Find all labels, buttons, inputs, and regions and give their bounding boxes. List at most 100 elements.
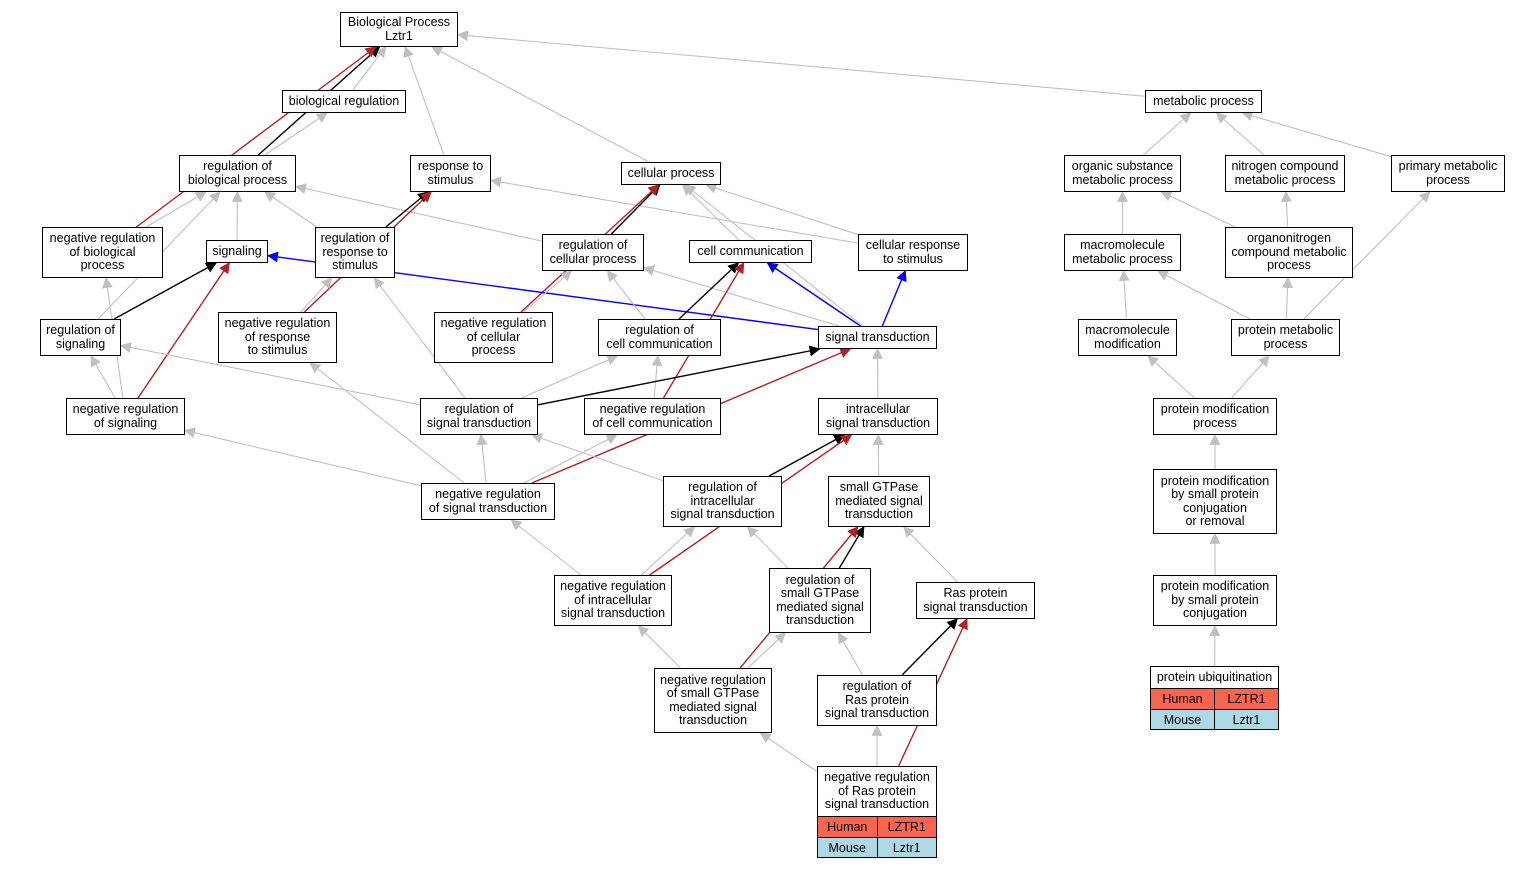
go-term-regresp[interactable]: regulation of response to stimulus <box>315 227 395 278</box>
edge-pmp-to-mmod <box>1147 355 1195 399</box>
go-term-ist[interactable]: intracellular signal transduction <box>818 398 938 435</box>
go-term-label: organic substance metabolic process <box>1071 159 1174 187</box>
edge-pmp-to-pmet <box>1231 355 1270 399</box>
go-term-reggtp[interactable]: regulation of small GTPase mediated sign… <box>769 568 871 633</box>
go-term-label: cell communication <box>697 243 804 258</box>
go-term-label: regulation of signal transduction <box>426 402 532 430</box>
go-term-gtp[interactable]: small GTPase mediated signal transductio… <box>828 476 930 527</box>
go-term-negist[interactable]: negative regulation of intracellular sig… <box>554 575 672 626</box>
edge-cresp-to-cell <box>705 182 859 236</box>
go-term-pmsp[interactable]: protein modification by small protein co… <box>1153 469 1277 534</box>
go-term-breg[interactable]: biological regulation <box>282 90 406 113</box>
go-term-label: negative regulation of signal transducti… <box>428 487 548 515</box>
go-term-label: response to stimulus <box>417 159 484 187</box>
go-term-comm[interactable]: cell communication <box>689 240 812 263</box>
go-term-cresp[interactable]: cellular response to stimulus <box>858 234 968 271</box>
go-term-orgn[interactable]: organonitrogen compound metabolic proces… <box>1225 227 1353 278</box>
edge-regras-to-ras <box>901 618 959 676</box>
go-term-org[interactable]: organic substance metabolic process <box>1064 155 1181 192</box>
go-term-label: macromolecule modification <box>1085 323 1170 351</box>
go-term-label: intracellular signal transduction <box>825 402 931 430</box>
edge-negcomm-to-regcomm <box>651 354 663 399</box>
edge-cell-to-bp <box>431 46 650 163</box>
go-term-negcomm[interactable]: negative regulation of cell communicatio… <box>584 398 721 435</box>
go-term-negst[interactable]: negative regulation of signal transducti… <box>421 483 555 520</box>
go-term-label: negative regulation of biological proces… <box>49 231 156 273</box>
go-term-regcomm[interactable]: regulation of cell communication <box>598 319 721 356</box>
go-term-label: protein modification process <box>1160 402 1270 430</box>
go-term-nitro[interactable]: nitrogen compound metabolic process <box>1225 155 1345 192</box>
edge-regist-to-regst <box>530 433 664 482</box>
go-term-negcell[interactable]: negative regulation of cellular process <box>434 312 553 363</box>
go-term-label: negative regulation of cellular process <box>440 316 547 358</box>
go-term-regist[interactable]: regulation of intracellular signal trans… <box>663 476 782 527</box>
ortholog-gene: Lztr1 <box>876 838 937 857</box>
go-term-negras[interactable]: negative regulation of Ras protein signa… <box>817 766 937 817</box>
go-term-label: cellular process <box>627 165 715 180</box>
go-term-st[interactable]: signal transduction <box>818 326 937 349</box>
edge-negsig-to-regsig <box>90 355 116 399</box>
edge-breg-to-bp <box>352 46 387 91</box>
go-term-regst[interactable]: regulation of signal transduction <box>420 398 538 435</box>
edge-regst-to-regcomm <box>521 354 619 399</box>
edge-orgn-to-org <box>1160 191 1236 228</box>
go-term-pmspc[interactable]: protein modification by small protein co… <box>1153 575 1277 626</box>
edge-regst-to-regresp <box>373 277 466 399</box>
go-term-label: regulation of Ras protein signal transdu… <box>824 679 930 721</box>
edge-neggtp-to-negist <box>637 625 681 669</box>
edge-regresp-to-resp <box>385 191 429 228</box>
go-term-regbp[interactable]: regulation of biological process <box>179 155 296 192</box>
edge-st-to-comm <box>766 262 861 327</box>
go-term-label: biological regulation <box>288 93 400 108</box>
go-term-pmet[interactable]: protein metabolic process <box>1231 319 1340 356</box>
go-term-label: nitrogen compound metabolic process <box>1231 159 1339 187</box>
go-term-label: protein ubiquitination <box>1156 669 1273 684</box>
go-term-label: protein modification by small protein co… <box>1160 473 1270 528</box>
go-term-label: protein modification by small protein co… <box>1160 579 1270 621</box>
go-term-regsig[interactable]: regulation of signaling <box>40 319 121 356</box>
go-term-negresp[interactable]: negative regulation of response to stimu… <box>218 312 337 363</box>
edge-reggtp-to-regist <box>746 526 789 569</box>
edge-regcell-to-regbp <box>294 183 543 242</box>
edge-ras-to-gtp <box>903 526 958 583</box>
go-term-ras[interactable]: Ras protein signal transduction <box>916 582 1035 619</box>
ortholog-species: Human <box>827 820 868 834</box>
go-term-mmod[interactable]: macromolecule modification <box>1078 319 1177 356</box>
go-term-neggtp[interactable]: negative regulation of small GTPase medi… <box>654 668 772 733</box>
go-term-label: regulation of cellular process <box>549 238 637 266</box>
go-term-label: negative regulation of Ras protein signa… <box>824 770 930 812</box>
go-term-resp[interactable]: response to stimulus <box>410 155 491 192</box>
go-term-label: signal transduction <box>825 329 930 344</box>
go-term-sig[interactable]: signaling <box>206 240 268 263</box>
ortholog-species: Mouse <box>1163 712 1202 727</box>
ortholog-gene: LZTR1 <box>876 817 937 837</box>
go-term-label: negative regulation of intracellular sig… <box>560 579 666 621</box>
edge-regras-to-reggtp <box>837 632 863 676</box>
edge-met-to-bp <box>456 30 1146 97</box>
go-term-label: primary metabolic process <box>1398 159 1498 187</box>
go-term-negsig[interactable]: negative regulation of signaling <box>66 398 185 435</box>
edge-reggtp-to-gtp <box>838 526 865 569</box>
go-term-label: Ras protein signal transduction <box>923 586 1028 614</box>
edge-cresp-to-resp <box>489 176 859 244</box>
go-term-pmp[interactable]: protein modification process <box>1153 398 1277 435</box>
edge-regst-to-regsig <box>119 342 421 406</box>
go-term-label: signaling <box>212 243 262 258</box>
go-term-label: negative regulation of signaling <box>72 402 179 430</box>
go-term-label: Biological Process Lztr1 <box>347 15 451 43</box>
ortholog-species: Human <box>1162 692 1203 706</box>
go-term-negbp[interactable]: negative regulation of biological proces… <box>42 227 163 278</box>
go-term-ub[interactable]: protein ubiquitination <box>1150 666 1279 689</box>
edge-pmet-to-prim <box>1303 191 1431 320</box>
go-term-regras[interactable]: regulation of Ras protein signal transdu… <box>817 675 937 726</box>
go-term-macro[interactable]: macromolecule metabolic process <box>1064 234 1181 271</box>
go-term-label: metabolic process <box>1153 93 1254 108</box>
go-term-bp[interactable]: Biological Process Lztr1 <box>340 12 458 47</box>
go-term-prim[interactable]: primary metabolic process <box>1391 155 1505 192</box>
go-term-cell[interactable]: cellular process <box>621 162 721 185</box>
go-term-label: cellular response to stimulus <box>865 238 961 266</box>
edge-negbp-to-bp <box>135 46 377 228</box>
edge-resp-to-bp <box>403 45 445 156</box>
go-term-regcell[interactable]: regulation of cellular process <box>542 234 644 271</box>
go-term-met[interactable]: metabolic process <box>1145 90 1262 113</box>
